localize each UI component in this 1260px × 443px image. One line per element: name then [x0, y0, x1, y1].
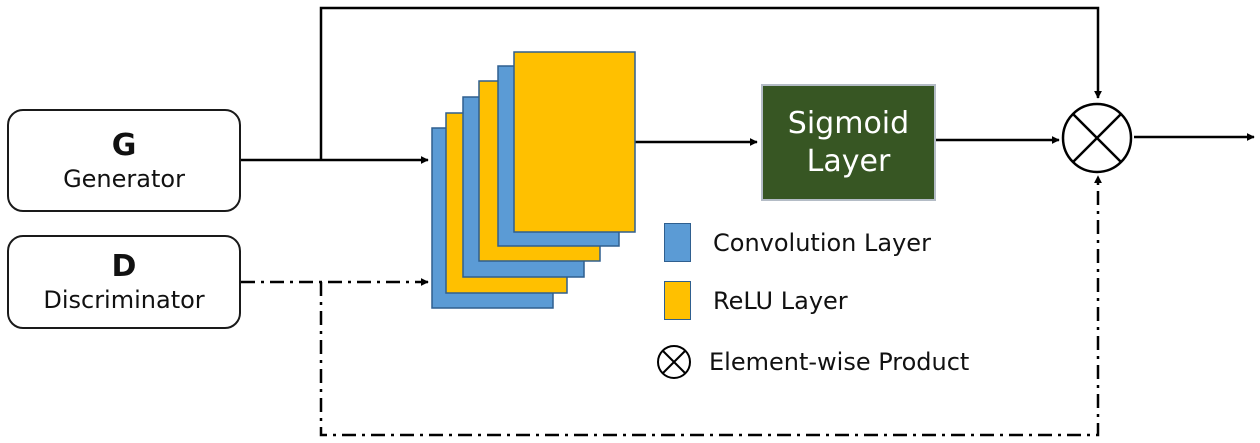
sigmoid-label-line2: Layer: [806, 143, 891, 179]
discriminator-letter: D: [111, 249, 137, 284]
discriminator-label: Discriminator: [43, 286, 205, 314]
legend-convolution-swatch: [664, 223, 691, 262]
sigmoid-layer-node: Sigmoid Layer: [761, 84, 936, 201]
relu-layer-3: [513, 51, 636, 233]
generator-letter: G: [111, 127, 137, 163]
legend-relu: ReLU Layer: [664, 281, 848, 320]
legend-convolution-label: Convolution Layer: [713, 228, 931, 257]
generator-node: G Generator: [7, 109, 241, 212]
product-node: [1061, 102, 1133, 174]
legend-product-label: Element-wise Product: [709, 348, 970, 376]
legend-convolution: Convolution Layer: [664, 223, 931, 262]
circled-times-icon: [657, 345, 691, 379]
legend-relu-label: ReLU Layer: [713, 286, 848, 315]
sigmoid-label-line1: Sigmoid: [787, 105, 910, 141]
edge-generator-skip-to-product: [319, 6, 1102, 160]
legend-product: Element-wise Product: [656, 344, 969, 380]
generator-label: Generator: [63, 164, 185, 193]
discriminator-node: D Discriminator: [7, 235, 241, 329]
legend-relu-swatch: [664, 281, 691, 320]
layer-stack: [431, 51, 636, 309]
